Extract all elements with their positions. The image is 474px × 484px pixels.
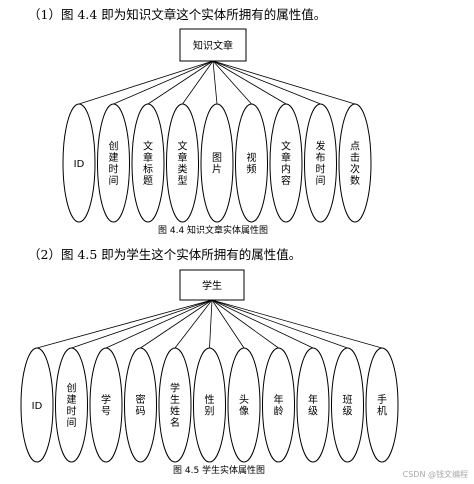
article-connector xyxy=(212,60,252,105)
article-attribute-label: 点击次数 xyxy=(350,140,360,187)
article-attribute-label: 创建时间 xyxy=(109,139,119,187)
article-attribute-label: ID xyxy=(74,159,85,170)
article-connector xyxy=(147,60,214,105)
article-connector xyxy=(182,60,214,105)
article-attribute-ellipse xyxy=(235,103,268,223)
watermark: CSDN @钱文编程 xyxy=(402,470,468,479)
article-attribute-label: 图片 xyxy=(212,152,222,176)
student-diagram-caption: 图 4.5 学生实体属性图 xyxy=(173,466,266,476)
article-connector xyxy=(113,60,214,105)
article-entity-box xyxy=(179,28,247,62)
article-attribute-label: 发布时间 xyxy=(316,139,326,187)
article-attribute-ellipse xyxy=(62,103,96,223)
article-attribute-ellipse xyxy=(304,103,337,223)
article-connector xyxy=(212,60,218,105)
article-attribute-ellipse xyxy=(166,103,199,223)
article-attribute-label: 文章类型 xyxy=(178,139,188,187)
article-attribute-label: 文章标题 xyxy=(143,139,153,187)
paragraph-article: （1）图 4.4 即为知识文章这个实体所拥有的属性值。 xyxy=(28,7,327,22)
article-attribute-ellipse xyxy=(200,103,234,223)
article-attribute-ellipse xyxy=(338,103,372,223)
article-attribute-ellipse xyxy=(97,103,130,223)
article-attribute-label: 视频 xyxy=(247,151,257,176)
article-connector xyxy=(212,60,321,105)
article-attribute-ellipse xyxy=(131,103,165,223)
paragraph-student: （2）图 4.5 即为学生这个实体所拥有的属性值。 xyxy=(28,247,302,262)
article-diagram-caption: 图 4.4 知识文章实体属性图 xyxy=(158,226,269,236)
article-entity-label: 知识文章 xyxy=(193,39,233,52)
article-connector xyxy=(212,60,287,105)
article-attribute-label: 文章内容 xyxy=(281,139,291,187)
article-attribute-ellipse xyxy=(269,103,303,223)
article-connector xyxy=(212,60,356,105)
article-connector xyxy=(78,60,214,105)
